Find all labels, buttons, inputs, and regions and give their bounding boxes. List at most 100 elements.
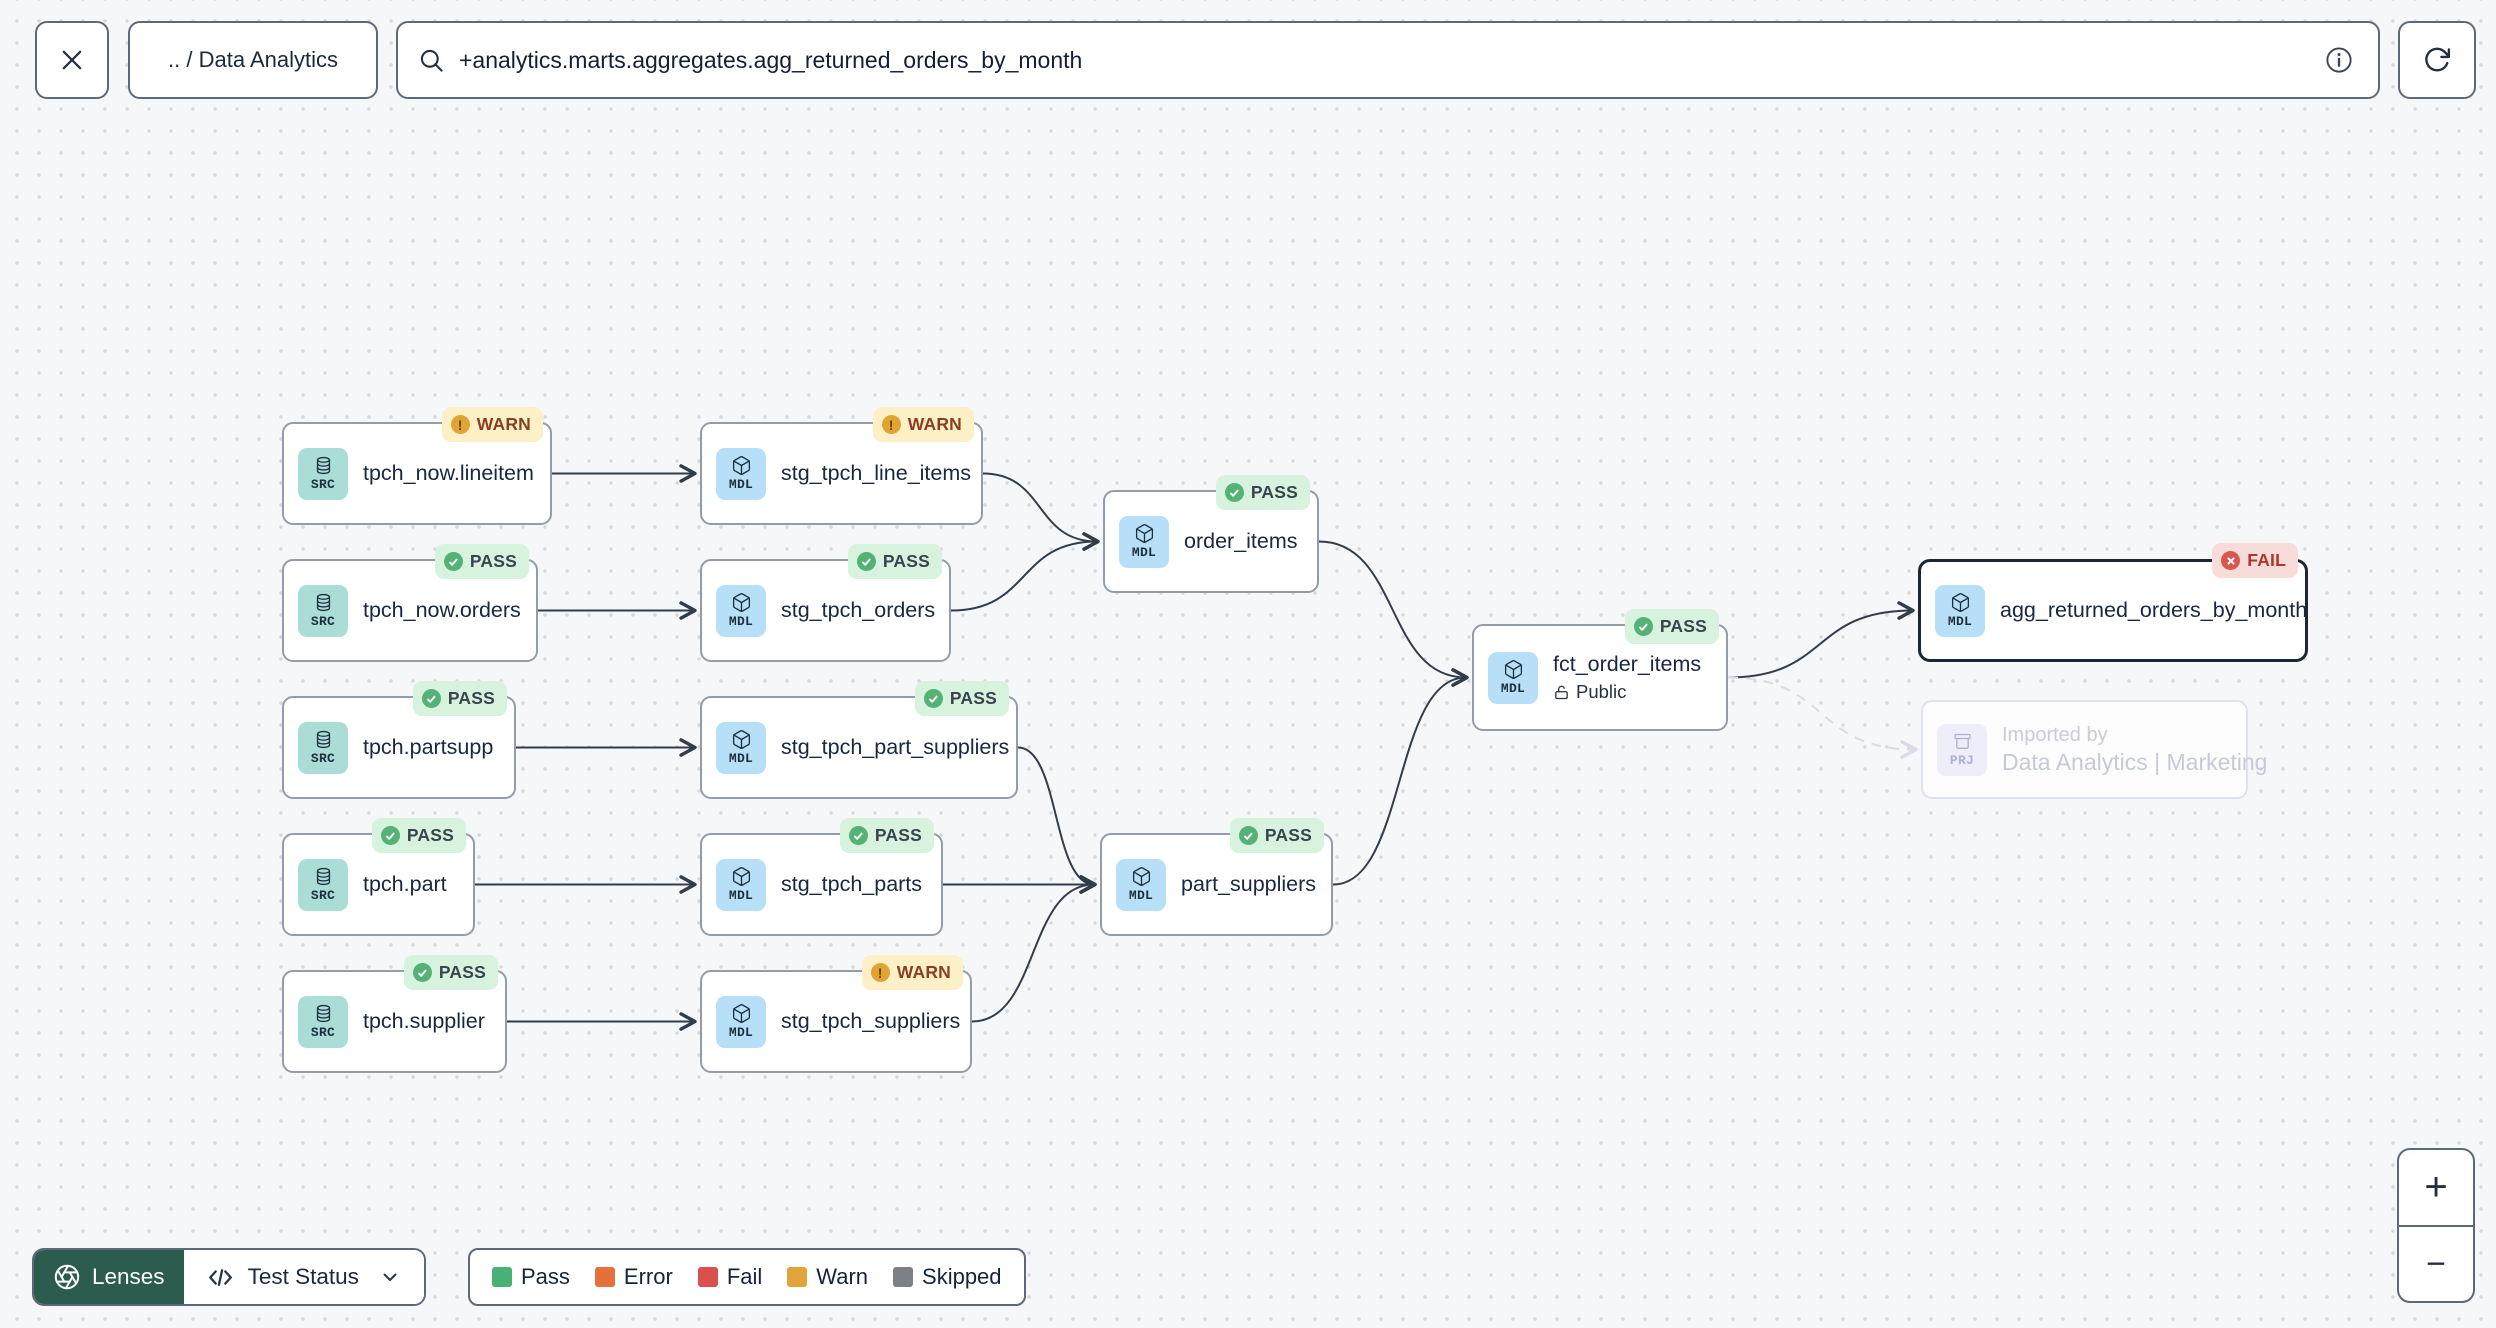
node-type-label: MDL [1128, 888, 1154, 903]
status-badge-pass: PASS [1229, 818, 1324, 853]
lens-selector[interactable]: Test Status [183, 1250, 424, 1304]
node-label: stg_tpch_suppliers [781, 1009, 961, 1033]
legend-item-pass: Pass [492, 1264, 570, 1290]
status-badge-warn: !WARN [861, 955, 963, 990]
zoom-out-button[interactable]: − [2399, 1224, 2473, 1302]
node-stg_tpch_suppliers[interactable]: MDL stg_tpch_suppliers !WARN [700, 955, 972, 1073]
edge-stg_tpch_line_items-to-order_items [982, 472, 1100, 551]
status-badge-pass: PASS [434, 544, 529, 579]
check-icon [854, 832, 863, 840]
status-dot [1633, 617, 1653, 636]
refresh-button[interactable] [2398, 21, 2476, 99]
database-icon [316, 456, 330, 475]
status-badge-pass: PASS [839, 818, 934, 853]
cube-icon [732, 593, 750, 612]
archive-box-icon [1953, 733, 1971, 749]
model-type-tile: MDL [716, 995, 766, 1048]
node-content: order_items [1184, 529, 1298, 554]
status-dot: ! [450, 415, 470, 434]
lenses-button[interactable]: Lenses [34, 1250, 184, 1304]
project-type-tile: PRJ [1937, 723, 1987, 776]
cube-icon [1951, 593, 1969, 612]
chevron-down-icon [383, 1273, 397, 1281]
status-badge-pass: PASS [914, 681, 1009, 716]
info-icon[interactable] [2324, 45, 2354, 75]
node-type-label: MDL [1131, 545, 1157, 560]
status-badge-pass: PASS [1624, 609, 1719, 644]
close-icon [62, 50, 82, 70]
model-type-tile: MDL [1488, 651, 1538, 704]
node-content: tpch.partsupp [363, 735, 493, 760]
cube-icon [732, 867, 750, 886]
zoom-in-button[interactable]: + [2424, 1165, 2448, 1210]
edge-order_items-to-fct_order_items [1318, 540, 1469, 687]
legend-label: Error [623, 1264, 673, 1289]
status-badge-pass: PASS [847, 544, 942, 579]
warning-icon: ! [888, 416, 894, 433]
search-input[interactable] [459, 46, 2310, 74]
node-label: tpch_now.lineitem [363, 461, 534, 485]
node-content: tpch.supplier [363, 1009, 485, 1034]
node-label: stg_tpch_parts [781, 872, 923, 896]
node-visibility: Public [1553, 681, 1626, 703]
model-type-tile: MDL [716, 721, 766, 774]
status-label: WARN [907, 414, 962, 434]
status-dot [848, 826, 868, 845]
cube-icon [1504, 660, 1522, 679]
node-type-label: MDL [728, 888, 754, 903]
node-type-label: MDL [728, 614, 754, 629]
model-type-tile: MDL [1935, 584, 1985, 637]
node-order_items[interactable]: MDL order_items PASS [1103, 475, 1319, 593]
check-icon [862, 558, 871, 566]
legend-swatch [594, 1267, 615, 1287]
node-agg_returned_orders_by_month[interactable]: MDL agg_returned_orders_by_month FAIL [1918, 543, 2308, 662]
legend-item-skipped: Skipped [893, 1264, 1002, 1290]
legend-swatch [492, 1267, 512, 1287]
cube-icon [732, 730, 750, 749]
node-stg_tpch_parts[interactable]: MDL stg_tpch_parts PASS [700, 818, 943, 936]
lenses-label: Lenses [92, 1264, 165, 1289]
search-icon [420, 49, 443, 72]
node-content: stg_tpch_suppliers [781, 1009, 960, 1034]
node-label: tpch.supplier [363, 1009, 485, 1033]
node-type-label: PRJ [1949, 753, 1975, 768]
model-type-tile: MDL [716, 447, 766, 500]
status-badge-pass: PASS [1215, 475, 1310, 510]
status-dot [923, 689, 943, 708]
warning-icon: ! [457, 416, 463, 433]
status-label: PASS [469, 551, 517, 571]
status-label: PASS [406, 825, 454, 845]
status-label: WARN [476, 414, 531, 434]
breadcrumb[interactable]: .. / Data Analytics [128, 21, 378, 99]
node-type-label: MDL [728, 751, 754, 766]
node-stg_tpch_part_suppliers[interactable]: MDL stg_tpch_part_suppliers PASS [700, 681, 1018, 799]
node-content: stg_tpch_line_items [781, 461, 971, 486]
node-type-label: SRC [310, 888, 336, 903]
legend-label: Fail [726, 1264, 763, 1289]
node-label: stg_tpch_part_suppliers [781, 735, 1010, 759]
close-button[interactable] [35, 21, 109, 99]
status-dot [1224, 483, 1244, 502]
node-label: order_items [1184, 529, 1298, 553]
node-subtitle: Imported by [2002, 723, 2108, 746]
status-label: FAIL [2247, 550, 2286, 570]
check-icon [929, 695, 938, 703]
node-stg_tpch_line_items[interactable]: MDL stg_tpch_line_items! WARN [700, 407, 983, 525]
check-icon [1230, 489, 1239, 497]
status-label: PASS [438, 962, 486, 982]
node-content: agg_returned_orders_by_month [2000, 598, 2307, 623]
status-badge-pass: PASS [412, 681, 507, 716]
check-icon [386, 832, 395, 840]
status-dot [856, 552, 876, 571]
